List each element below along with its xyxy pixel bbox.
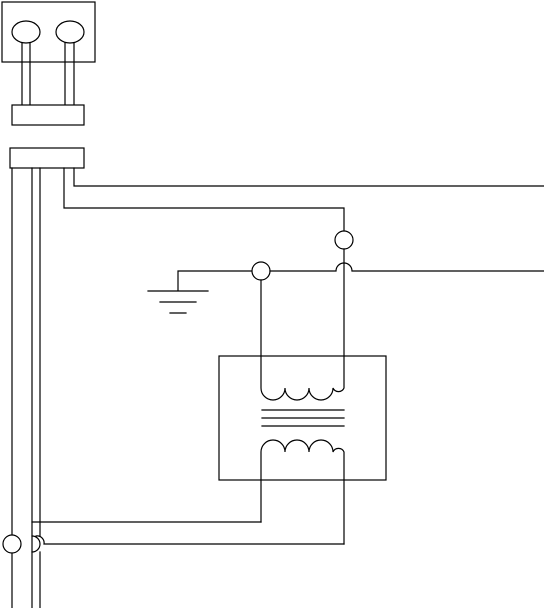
wire-crossover-lower — [32, 536, 40, 552]
indicator-lamp-right — [56, 21, 84, 43]
wire-to-right-lower — [270, 263, 544, 271]
connection-point-upper — [335, 231, 353, 249]
transformer — [219, 249, 386, 544]
indicator-lamp-left — [12, 21, 40, 43]
terminal-block-lower — [10, 148, 84, 168]
wire-to-right-upper — [74, 168, 544, 186]
lamp-housing — [2, 2, 95, 105]
wire-to-connection-upper — [64, 168, 344, 231]
connection-point-middle — [252, 262, 270, 280]
return-wire-lower — [36, 536, 344, 544]
terminal-block-upper — [12, 105, 84, 125]
ground-symbol — [148, 271, 252, 313]
connection-point-lower — [3, 535, 21, 553]
